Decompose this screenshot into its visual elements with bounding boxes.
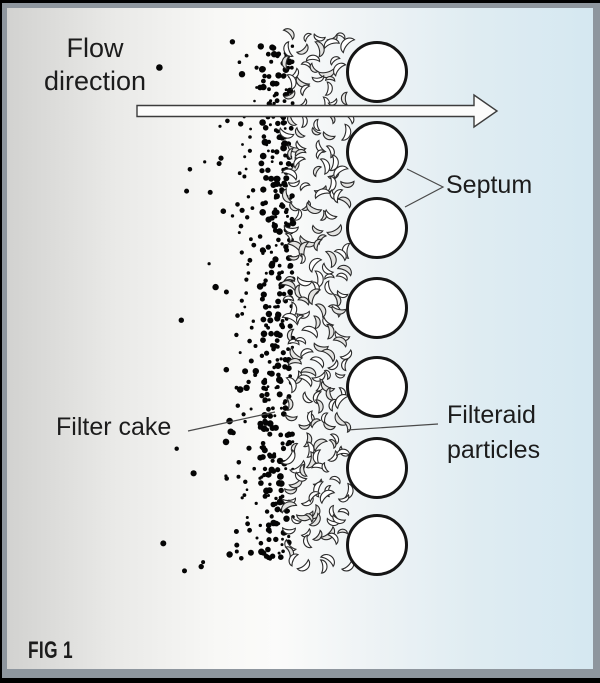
septum-label: Septum [446,171,533,199]
figure-1-diagram: Flow direction Septum Filter cake Filter… [7,8,593,669]
flow-arrow [136,93,499,129]
suspension-dots [156,39,259,574]
figure-number-label: FIG 1 [28,637,74,664]
septum-circles [346,41,408,576]
figure-frame: Flow direction Septum Filter cake Filter… [2,3,600,678]
leader-lines [187,168,445,432]
filtration-diagram-canvas [136,28,499,576]
filteraid-particles-texture [279,28,356,574]
filter-cake-dots [234,43,297,561]
flow-direction-label: Flow direction [43,33,147,96]
filter-cake-label: Filter cake [56,413,172,441]
filteraid-particles-label: Filteraid particles [447,401,541,464]
